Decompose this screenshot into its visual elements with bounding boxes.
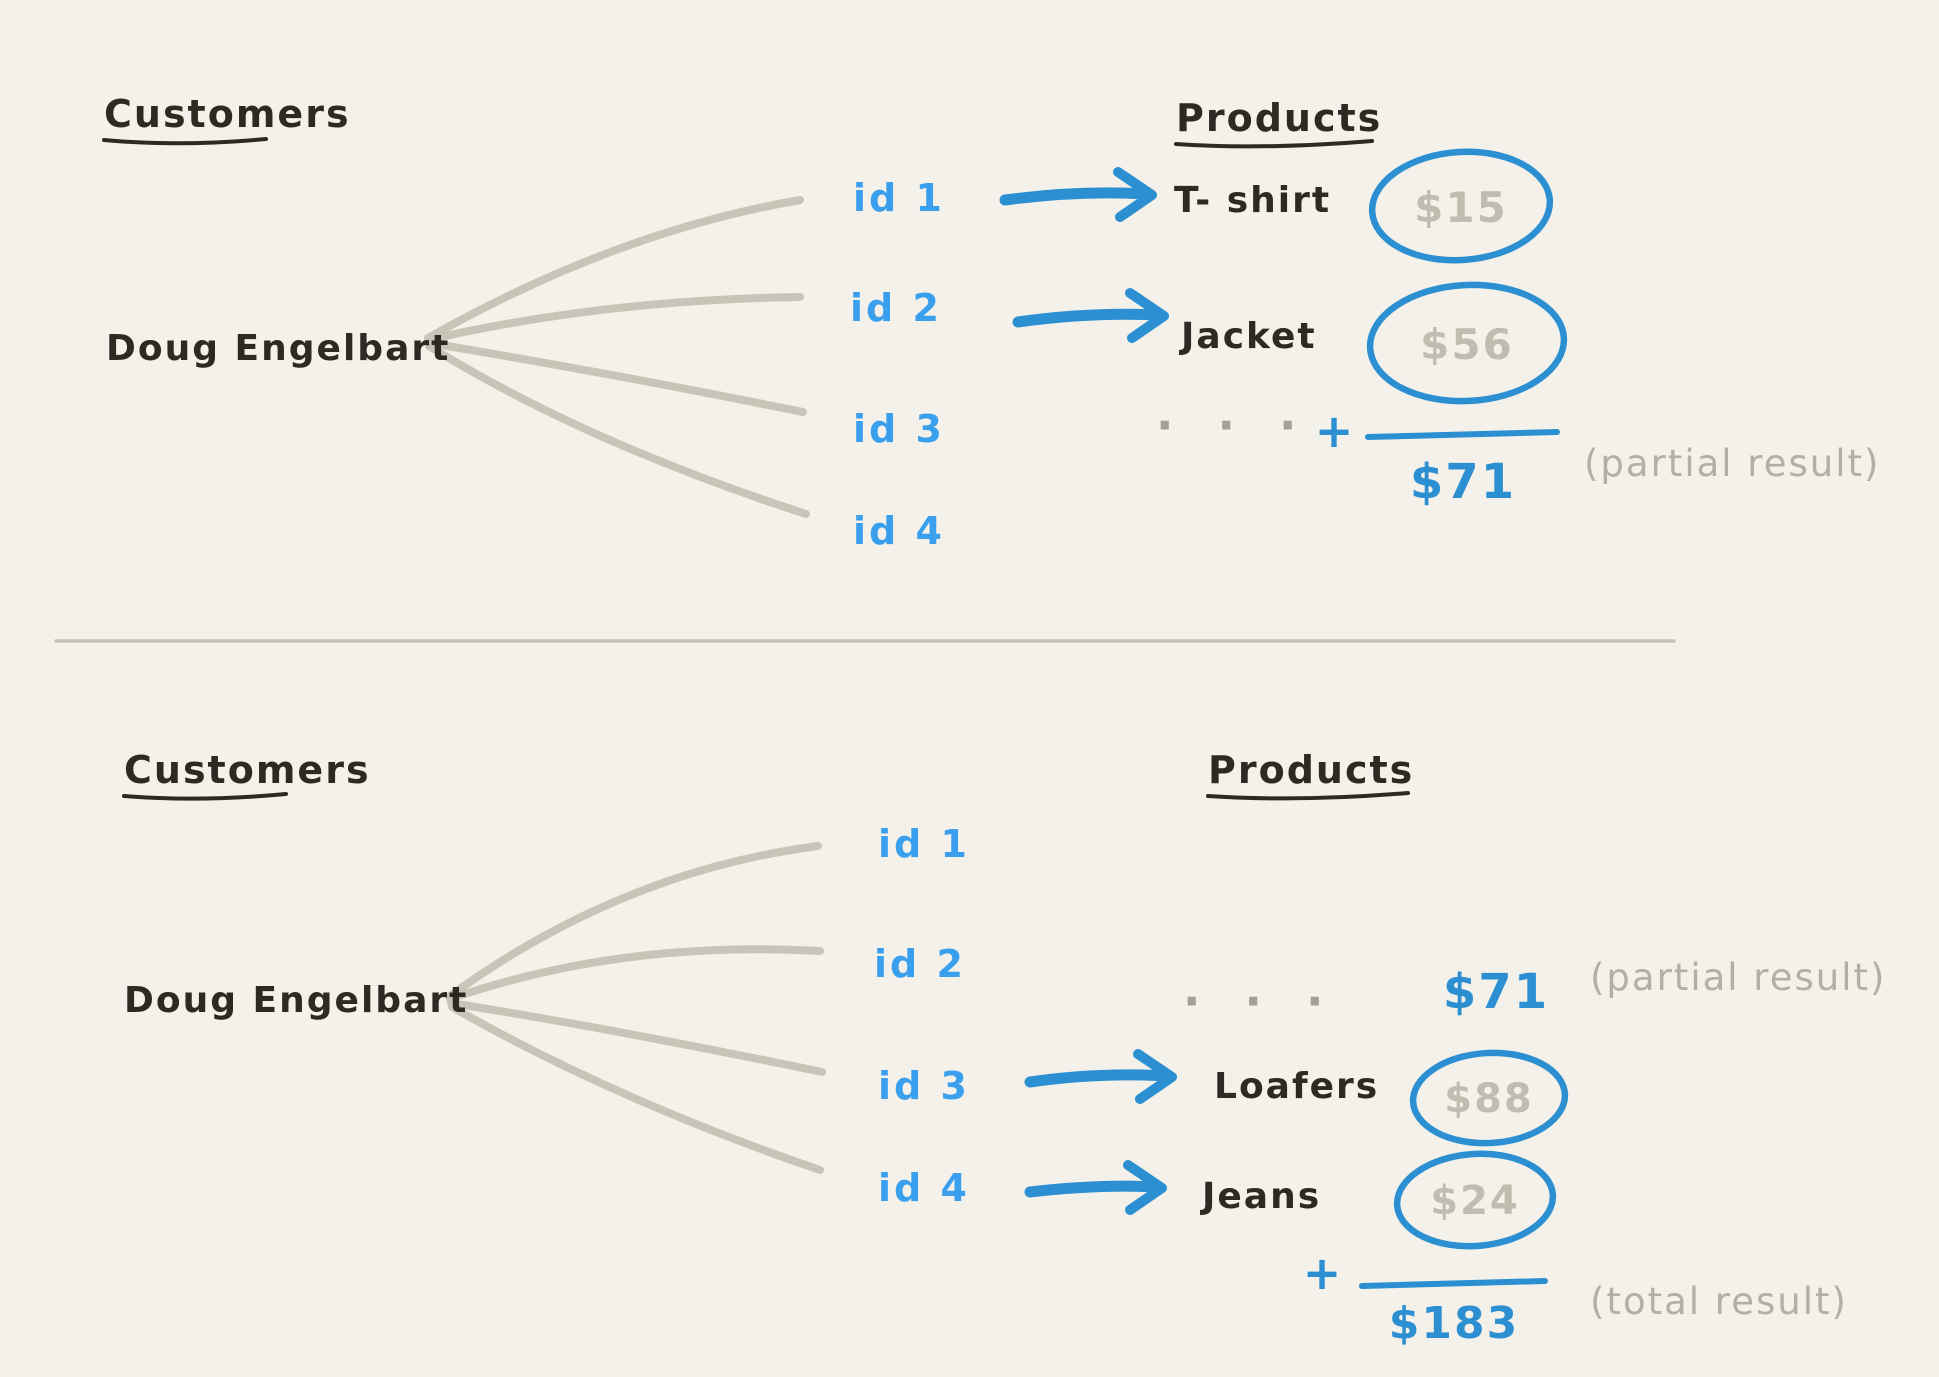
connector-line-id1 bbox=[446, 842, 822, 1000]
partial-sum-value: $71 bbox=[1409, 454, 1517, 510]
customer-id-3-bottom: id 3 bbox=[878, 1064, 970, 1108]
product-price-jeans: $24 bbox=[1430, 1178, 1520, 1224]
product-name-jeans: Jeans bbox=[1202, 1176, 1322, 1217]
map-arrow-id3-icon bbox=[1024, 1049, 1177, 1104]
total-sum-value: $183 bbox=[1388, 1298, 1520, 1349]
ellipsis-previous-products: · · · bbox=[1183, 974, 1338, 1028]
products-heading: Products bbox=[1176, 96, 1383, 140]
arrow-shaft bbox=[999, 187, 1152, 206]
products-heading-bottom: Products bbox=[1208, 748, 1415, 792]
product-name-loafers: Loafers bbox=[1214, 1066, 1380, 1107]
connector-line-id2 bbox=[424, 293, 804, 344]
customer-id-1: id 1 bbox=[853, 176, 945, 220]
connector-line-id4 bbox=[448, 1003, 824, 1174]
arrow-shaft bbox=[1012, 308, 1164, 328]
price-circle-56 bbox=[1366, 281, 1568, 405]
plus-sign: + bbox=[1314, 404, 1354, 458]
connector-line-id4 bbox=[425, 342, 810, 518]
plus-sign-bottom: + bbox=[1302, 1246, 1342, 1300]
connector-line-id1 bbox=[424, 196, 804, 342]
customers-underline bbox=[102, 137, 268, 146]
ellipsis-more-products: · · · bbox=[1156, 398, 1311, 452]
arrow-head bbox=[1123, 1160, 1167, 1215]
carryover-partial-sum-annotation: (partial result) bbox=[1590, 956, 1887, 999]
map-arrow-id4-icon bbox=[1024, 1160, 1167, 1215]
connector-line-id3 bbox=[447, 999, 826, 1076]
map-arrow-id2-icon bbox=[1012, 288, 1169, 343]
connector-line-id3 bbox=[425, 339, 807, 416]
price-circle-24 bbox=[1393, 1150, 1557, 1250]
customers-underline-bottom bbox=[122, 792, 288, 801]
customer-id-2: id 2 bbox=[850, 286, 942, 330]
arrow-shaft bbox=[1024, 1069, 1172, 1088]
price-circle-88 bbox=[1409, 1049, 1569, 1147]
price-circle-15 bbox=[1368, 148, 1554, 264]
customer-id-2-bottom: id 2 bbox=[874, 942, 966, 986]
top-fan-connectors bbox=[424, 196, 810, 518]
connector-line-id2 bbox=[446, 945, 824, 1003]
total-sum-annotation: (total result) bbox=[1590, 1280, 1848, 1323]
product-name-jacket: Jacket bbox=[1181, 316, 1317, 357]
arrow-head bbox=[1133, 1049, 1177, 1104]
customers-heading-bottom: Customers bbox=[124, 748, 371, 792]
arrow-head bbox=[1125, 288, 1169, 343]
product-price-loafers: $88 bbox=[1444, 1076, 1534, 1122]
bottom-fan-connectors bbox=[446, 842, 826, 1174]
customer-name-bottom: Doug Engelbart bbox=[124, 980, 469, 1021]
customer-id-4-bottom: id 4 bbox=[878, 1166, 970, 1210]
products-underline-bottom bbox=[1206, 791, 1410, 801]
carryover-partial-sum-value: $71 bbox=[1442, 964, 1550, 1020]
customers-heading: Customers bbox=[104, 92, 351, 136]
partial-sum-annotation: (partial result) bbox=[1584, 442, 1881, 485]
arrow-head bbox=[1113, 167, 1157, 222]
customer-id-1-bottom: id 1 bbox=[878, 822, 970, 866]
product-price-jacket: $56 bbox=[1420, 320, 1514, 369]
customer-id-4: id 4 bbox=[853, 509, 945, 553]
top-sum-line bbox=[1365, 429, 1560, 440]
map-arrow-id1-icon bbox=[999, 167, 1157, 222]
bottom-sum-line bbox=[1359, 1278, 1548, 1289]
customer-name: Doug Engelbart bbox=[106, 328, 451, 369]
arrow-shaft bbox=[1024, 1180, 1162, 1198]
products-underline bbox=[1174, 139, 1374, 149]
product-name-tshirt: T- shirt bbox=[1174, 180, 1332, 221]
product-price-tshirt: $15 bbox=[1414, 183, 1508, 232]
customer-id-3: id 3 bbox=[853, 407, 945, 451]
